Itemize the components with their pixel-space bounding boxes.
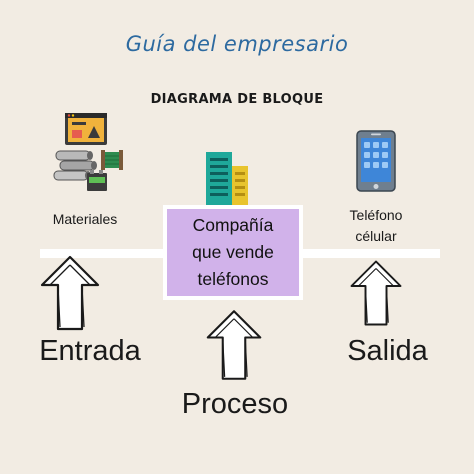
diagram-subtitle: DIAGRAMA DE BLOQUE xyxy=(150,92,324,107)
up-arrow-icon xyxy=(206,310,262,380)
salida-label: Salida xyxy=(347,335,428,367)
battery-icon xyxy=(87,170,107,191)
phone-label: Teléfono célular xyxy=(326,205,426,247)
smartphone-icon xyxy=(356,130,396,192)
process-box-line: Compañía xyxy=(192,215,274,235)
wire-spool-icon xyxy=(101,150,123,170)
phone-label-line: Teléfono xyxy=(349,207,403,223)
proceso-label: Proceso xyxy=(181,388,289,420)
phone-label-line: célular xyxy=(355,228,397,244)
page-title: Guía del empresario xyxy=(125,32,349,56)
up-arrow-icon xyxy=(350,260,402,326)
buildings-icon xyxy=(206,152,248,208)
up-arrow-icon xyxy=(40,255,100,331)
computer-screen-icon xyxy=(65,113,107,145)
process-box-line: teléfonos xyxy=(197,269,269,289)
entrada-label: Entrada xyxy=(39,335,141,367)
materials-label: Materiales xyxy=(52,211,118,227)
process-box-line: que vende xyxy=(192,242,274,262)
process-box xyxy=(163,205,303,300)
process-box-text: Compañía que vende teléfonos xyxy=(163,212,303,293)
